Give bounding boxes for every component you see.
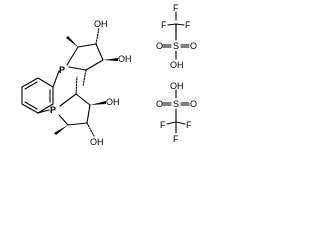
triflic-acid-bottom-bonds <box>162 89 190 134</box>
lower-hydroxyl-bottom-label: OH <box>90 137 104 147</box>
tfa-top-fluorine-top: F <box>173 3 179 13</box>
tfa-top-oxygen-right: O <box>190 41 197 51</box>
triflic-acid-top-bonds <box>162 11 190 60</box>
upper-hydroxyl-right-label: OH <box>118 54 132 64</box>
tfa-top-fluorine-bottom: F <box>185 20 191 30</box>
tfa-bottom-sulfur: S <box>173 99 179 109</box>
tfa-bottom-oxygen-right: O <box>190 99 197 109</box>
tfa-bottom-oxygen-left: O <box>156 99 163 109</box>
tfa-bottom-fluorine-right: F <box>186 120 192 130</box>
tfa-top-fluorine-left: F <box>161 20 167 30</box>
structure-canvas: P OH OH P OH OH F F F O S O OH OH O S O … <box>0 0 223 153</box>
aryl-p-bond-upper <box>52 70 60 88</box>
lower-phospholane-ring <box>37 76 106 137</box>
upper-phospholane-ring <box>52 27 118 88</box>
tfa-bottom-hydroxyl: OH <box>170 81 184 91</box>
lower-hydroxyl-right-label: OH <box>106 97 120 107</box>
benzene-ring <box>21 77 54 114</box>
chemical-structure-drawing: P OH OH P OH OH F F F O S O OH OH O S O … <box>21 3 197 147</box>
tfa-bottom-fluorine-left: F <box>160 120 166 130</box>
tfa-top-sulfur: S <box>173 41 179 51</box>
tfa-top-oxygen-left: O <box>156 41 163 51</box>
tfa-bottom-fluorine-bottom: F <box>173 134 179 144</box>
lower-phosphorus-label: P <box>50 105 56 115</box>
upper-phosphorus-label: P <box>59 65 65 75</box>
upper-hydroxyl-top-label: OH <box>94 19 108 29</box>
tfa-top-hydroxyl: OH <box>170 60 184 70</box>
aryl-p-bond-lower <box>37 109 50 114</box>
wedge-bond-methyl <box>66 36 78 47</box>
